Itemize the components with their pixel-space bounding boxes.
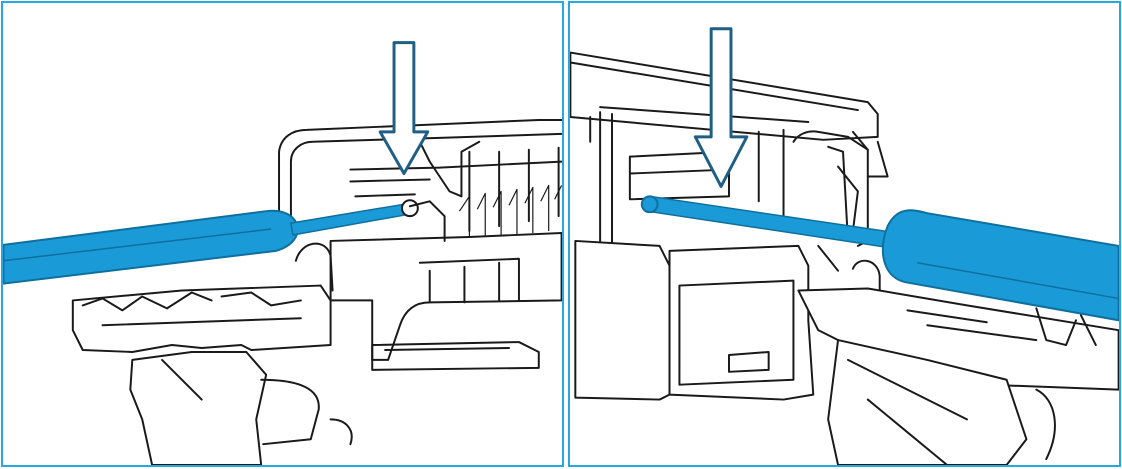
housing-top-outline bbox=[278, 118, 562, 213]
housing-pillar bbox=[599, 111, 810, 247]
left-illustration-panel bbox=[1, 1, 564, 467]
left-illustration bbox=[3, 41, 562, 465]
cage-base bbox=[371, 341, 540, 371]
housing-top-edge bbox=[289, 132, 562, 218]
cage-window bbox=[678, 279, 795, 386]
cage-window bbox=[418, 257, 520, 304]
housing-block bbox=[468, 146, 560, 233]
down-arrow-icon bbox=[693, 27, 749, 188]
down-arrow-icon bbox=[378, 41, 430, 176]
front-cage bbox=[329, 232, 562, 361]
insertion-tool bbox=[640, 195, 1119, 322]
foot-clip bbox=[846, 358, 1056, 465]
housing-latch bbox=[837, 130, 889, 233]
base-details bbox=[906, 307, 1097, 347]
insertion-tool bbox=[3, 199, 419, 285]
base-foot bbox=[827, 339, 1028, 465]
housing-ribs bbox=[458, 184, 562, 241]
base-details bbox=[81, 291, 302, 327]
front-cage bbox=[574, 239, 671, 401]
clip-ring bbox=[294, 200, 446, 292]
clip-ring bbox=[817, 244, 881, 302]
housing-right-frame bbox=[792, 130, 869, 247]
base-foot bbox=[129, 350, 268, 465]
housing-inner-rail bbox=[349, 160, 562, 198]
right-illustration bbox=[570, 27, 1119, 465]
right-illustration-panel bbox=[568, 1, 1121, 467]
housing-latch bbox=[418, 140, 481, 198]
foot-clip bbox=[161, 358, 353, 446]
cage-frame bbox=[668, 244, 815, 401]
